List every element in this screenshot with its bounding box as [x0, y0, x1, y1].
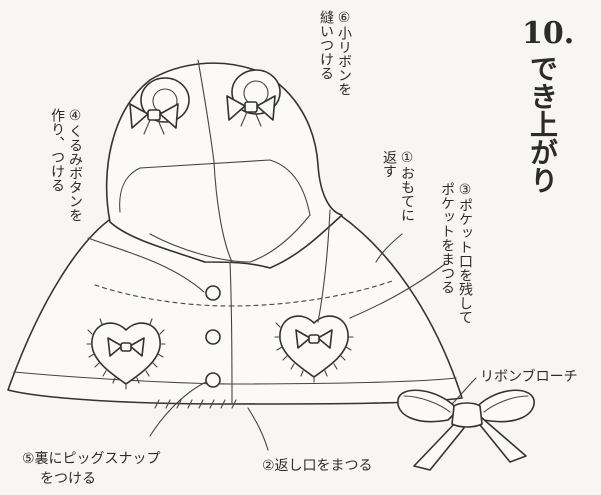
front-opening	[229, 261, 233, 405]
step-number: 10.	[522, 16, 575, 51]
button-3	[205, 372, 221, 388]
annotation-3-line2: ポケットをまつる	[439, 182, 455, 294]
small-bow-right	[226, 95, 276, 127]
leader-brooch	[451, 377, 477, 405]
annotation-6-line2: 縫いつける	[318, 10, 334, 80]
brooch-label: リボンブローチ	[480, 369, 578, 385]
annotation-5-line2: をつける	[40, 471, 96, 487]
leader-a1	[375, 233, 403, 263]
ribbon-brooch	[397, 389, 535, 471]
step-title: でき上がり	[526, 54, 559, 194]
annotation-4-line2: 作り、つける	[49, 108, 65, 192]
annotation-2: ②返し口をまつる	[262, 458, 373, 474]
leader-a5	[149, 381, 207, 437]
yoke-stitch	[94, 279, 396, 307]
leader-a6	[317, 209, 331, 323]
small-bow-left	[129, 103, 179, 135]
hem-stitches	[154, 399, 237, 409]
button-2	[205, 329, 221, 345]
annotation-4-line1: ④くるみボタンを	[67, 108, 83, 222]
leader-a3	[349, 263, 446, 319]
annotation-1-line2: 返す	[381, 150, 397, 178]
hood-seam	[213, 161, 233, 263]
hood-lining	[119, 159, 311, 263]
hood-top-seam	[197, 59, 215, 163]
annotation-6-line1: ⑥小リボンを	[336, 10, 352, 96]
annotation-1-line1: ①おもてに	[399, 150, 415, 222]
leader-a2	[247, 407, 269, 451]
leader-a4	[87, 237, 205, 293]
heart-pocket-left	[86, 318, 166, 390]
button-1	[205, 285, 221, 301]
heart-pocket-right	[274, 315, 354, 383]
annotation-3-line1: ③ポケット口を残して	[457, 182, 473, 324]
annotation-5-line1: ⑤裏にピッグスナップ	[22, 451, 161, 467]
